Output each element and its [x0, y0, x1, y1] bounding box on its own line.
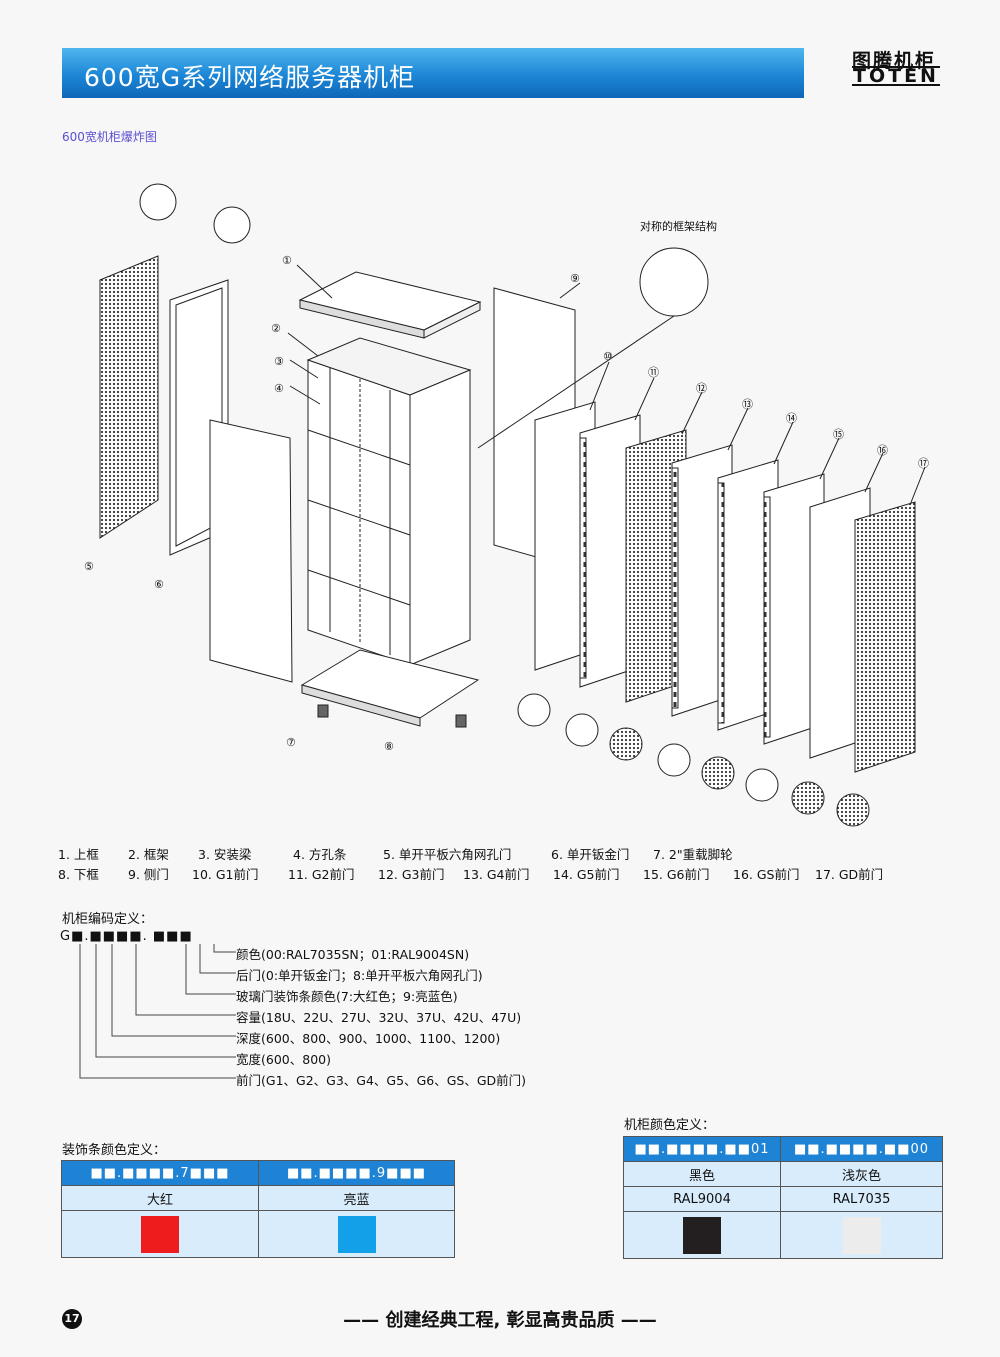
cab-ral-black: RAL9004 — [623, 1186, 781, 1212]
cab-name-black: 黑色 — [623, 1161, 781, 1187]
code-definition-title: 机柜编码定义： — [62, 912, 154, 927]
num-3: ③ — [274, 355, 284, 368]
code-bracket-lines — [79, 944, 236, 1079]
footer-slogan: —— 创建经典工程, 彰显高贵品质 —— — [343, 1310, 657, 1331]
legend-item: 13. G4前门 — [463, 867, 530, 882]
code-item-front-door: 前门(G1、G2、G3、G4、G5、G6、GS、GD前门) — [236, 1073, 527, 1088]
code-item-width: 宽度(600、800) — [236, 1052, 331, 1067]
code-item-trim-color: 玻璃门装饰条颜色(7:大红色；9:亮蓝色) — [236, 989, 458, 1004]
legend-item: 6. 单开钣金门 — [551, 847, 630, 862]
num-4: ④ — [274, 382, 284, 395]
num-11: ⑪ — [648, 366, 659, 379]
cabinet-table-title: 机柜颜色定义： — [624, 1118, 716, 1133]
cab-code-black: ■■.■■■■.■■01 — [623, 1136, 781, 1162]
legend-item: 1. 上框 — [58, 847, 99, 862]
legend-item: 10. G1前门 — [192, 867, 259, 882]
legend-item: 15. G6前门 — [643, 867, 710, 882]
legend-item: 5. 单开平板六角网孔门 — [383, 847, 512, 862]
num-17: ⑰ — [918, 457, 929, 470]
code-pattern: G■.■■■■. ■■■ — [60, 929, 193, 944]
title-bar: 600宽G系列网络服务器机柜 — [62, 48, 804, 98]
legend-item: 7. 2"重载脚轮 — [653, 847, 733, 862]
page-title: 600宽G系列网络服务器机柜 — [84, 63, 416, 92]
legend-row-2: 8. 下框 9. 侧门 10. G1前门 11. G2前门 12. G3前门 1… — [58, 865, 883, 885]
legend-item: 16. GS前门 — [733, 867, 800, 882]
part-2-frame — [307, 359, 411, 666]
legend-item: 17. GD前门 — [815, 867, 884, 882]
num-5: ⑤ — [84, 560, 94, 573]
code-item-rear-door: 后门(0:单开钣金门；8:单开平板六角网孔门) — [236, 968, 483, 983]
detail-circle-6 — [213, 206, 251, 244]
code-item-color: 颜色(00:RAL7035SN；01:RAL9004SN) — [236, 947, 470, 962]
side-sheet-panel — [209, 419, 293, 683]
trim-code-red: ■■.■■■■.7■■■ — [61, 1160, 259, 1186]
cab-code-gray: ■■.■■■■.■■00 — [780, 1136, 943, 1162]
num-9: ⑨ — [570, 272, 580, 285]
legend-item: 11. G2前门 — [288, 867, 355, 882]
trim-table-title: 装饰条颜色定义： — [62, 1143, 167, 1158]
legend-item: 9. 侧门 — [128, 867, 169, 882]
swatch-blue — [337, 1215, 376, 1253]
num-10: ⑩ — [603, 350, 613, 363]
legend-item: 2. 框架 — [128, 847, 169, 862]
legend-item: 14. G5前门 — [553, 867, 620, 882]
swatch-black — [683, 1216, 721, 1254]
legend-item: 3. 安装梁 — [198, 847, 252, 862]
code-item-depth: 深度(600、800、900、1000、1100、1200) — [236, 1031, 501, 1046]
brand-logo-en: TOTEN — [852, 65, 940, 87]
trim-name-blue: 亮蓝 — [258, 1185, 455, 1211]
num-2: ② — [271, 322, 281, 335]
detail-circle-5 — [139, 183, 177, 221]
trim-color-table: ■■.■■■■.7■■■ ■■.■■■■.9■■■ 大红 亮蓝 — [61, 1160, 455, 1258]
num-7: ⑦ — [286, 736, 296, 749]
swatch-red — [141, 1215, 179, 1253]
trim-name-red: 大红 — [61, 1185, 259, 1211]
cabinet-color-table: ■■.■■■■.■■01 ■■.■■■■.■■00 黑色 浅灰色 RAL9004… — [623, 1136, 943, 1259]
exploded-diagram: 对称的框架结构 ① ② ③ ④ ⑤ ⑥ ⑦ ⑧ ⑨ ⑩ ⑪ ⑫ ⑬ ⑭ ⑮ ⑯ … — [84, 183, 929, 827]
num-12: ⑫ — [696, 382, 707, 395]
legend-item: 4. 方孔条 — [293, 847, 347, 862]
legend-item: 12. G3前门 — [378, 867, 445, 882]
num-16: ⑯ — [877, 444, 888, 457]
num-1: ① — [282, 254, 292, 267]
detail-circle-frame — [639, 247, 709, 317]
part-17-gd-door — [854, 501, 916, 773]
trim-code-blue: ■■.■■■■.9■■■ — [258, 1160, 455, 1186]
part-5-mesh-door — [99, 255, 159, 539]
parts-legend: 1. 上框 2. 框架 3. 安装梁 4. 方孔条 5. 单开平板六角网孔门 6… — [58, 845, 883, 885]
num-6: ⑥ — [154, 578, 164, 591]
cab-ral-gray: RAL7035 — [780, 1186, 943, 1212]
num-8: ⑧ — [384, 740, 394, 753]
num-13: ⑬ — [742, 398, 753, 411]
code-item-capacity: 容量(18U、22U、27U、32U、37U、42U、47U) — [236, 1010, 522, 1025]
page-number: 17 — [62, 1309, 82, 1329]
num-15: ⑮ — [833, 428, 844, 441]
legend-item: 8. 下框 — [58, 867, 99, 882]
diagram-callout: 对称的框架结构 — [640, 219, 717, 233]
num-14: ⑭ — [786, 412, 797, 425]
section-subheading: 600宽机柜爆炸图 — [62, 130, 157, 144]
legend-row-1: 1. 上框 2. 框架 3. 安装梁 4. 方孔条 5. 单开平板六角网孔门 6… — [58, 845, 883, 865]
cab-name-gray: 浅灰色 — [780, 1161, 943, 1187]
part-7-caster — [317, 704, 329, 718]
swatch-gray — [842, 1216, 881, 1254]
